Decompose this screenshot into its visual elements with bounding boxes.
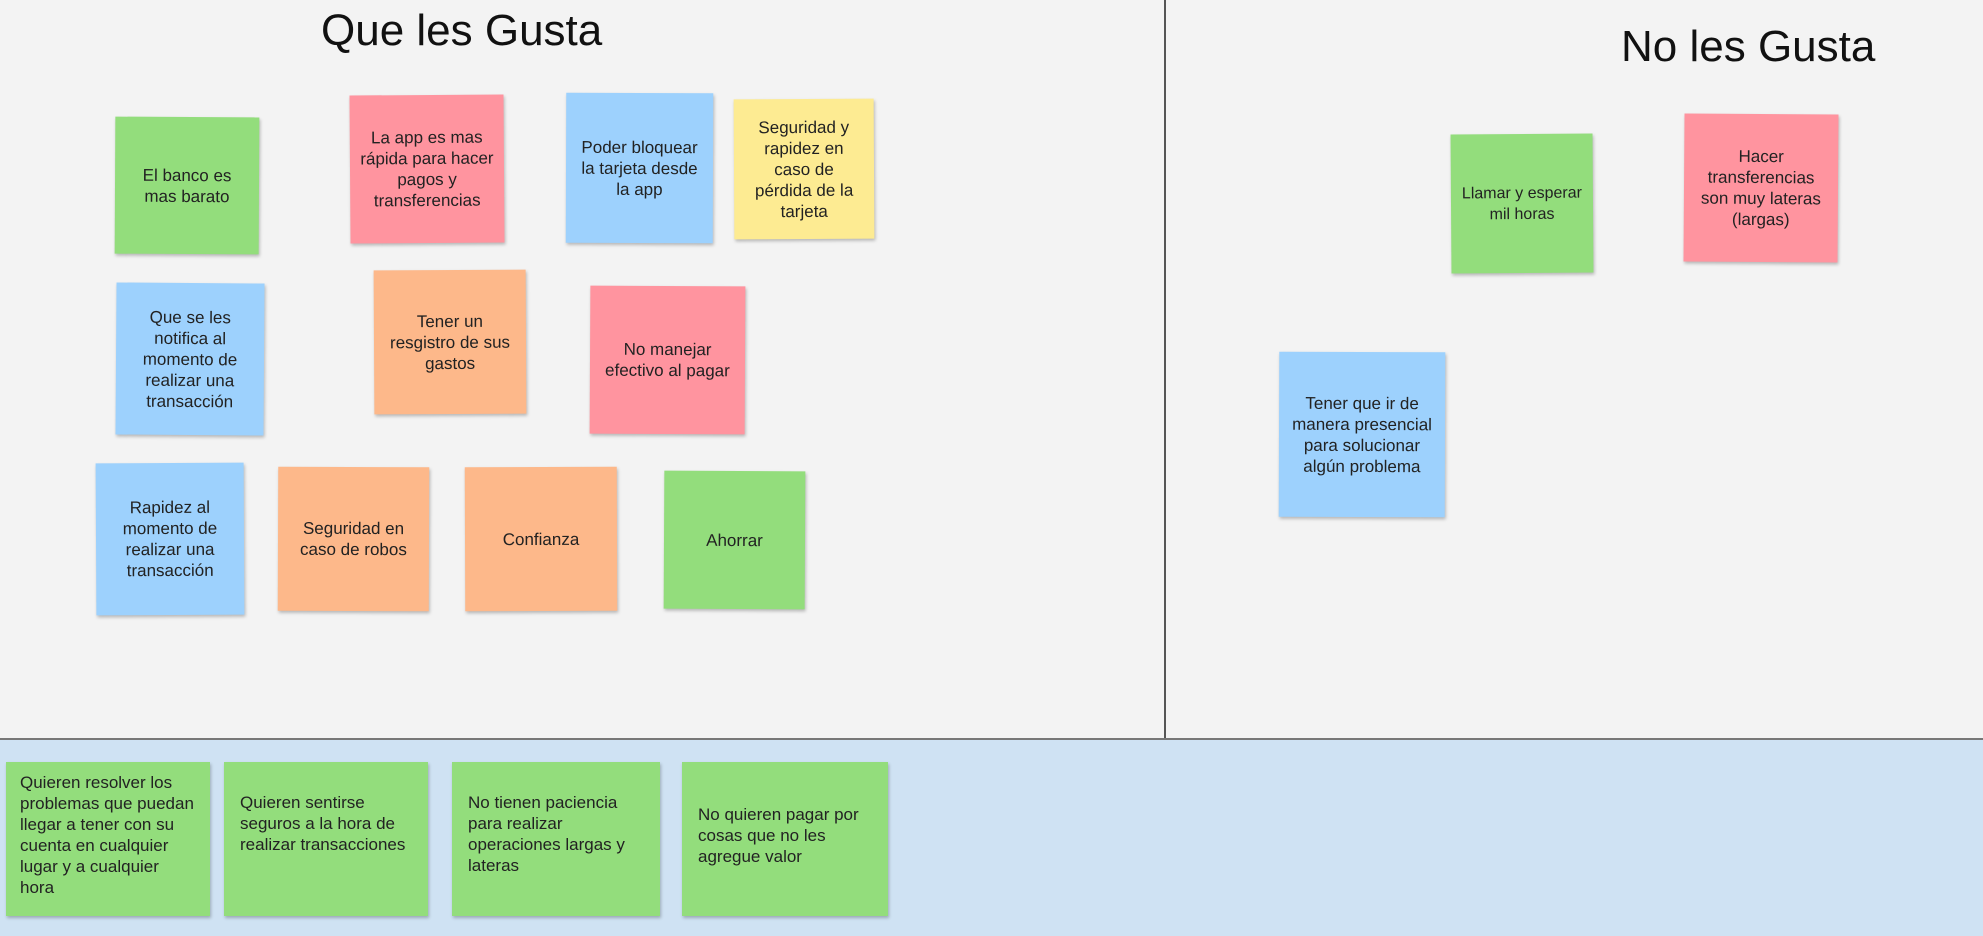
sticky-note[interactable]: Tener que ir de manera presencial para s… — [1278, 351, 1446, 518]
sticky-note[interactable]: Que se les notifica al momento de realiz… — [115, 282, 265, 436]
sticky-note[interactable]: Tener un resgistro de sus gastos — [373, 269, 527, 415]
sticky-note-text: Tener un resgistro de sus gastos — [389, 311, 511, 373]
sticky-note[interactable]: Poder bloquear la tarjeta desde la app — [565, 92, 714, 244]
sticky-note-text: Confianza — [502, 529, 580, 549]
sticky-note[interactable]: Seguridad y rapidez en caso de pérdida d… — [733, 98, 875, 240]
sticky-note-text: No manejar efectivo al pagar — [605, 339, 730, 381]
sticky-note-text: La app es mas rápida para hacer pagos y … — [360, 127, 494, 211]
sticky-note[interactable]: No manejar efectivo al pagar — [589, 285, 746, 435]
sticky-note-text: El banco es mas barato — [142, 165, 232, 206]
sticky-note[interactable]: Confianza — [464, 466, 618, 612]
likes-panel: Que les Gusta El banco es mas barato La … — [0, 0, 1166, 738]
dislikes-panel: No les Gusta Llamar y esperar mil horas … — [1166, 0, 1983, 738]
sticky-note-text: Tener que ir de manera presencial para s… — [1292, 393, 1432, 476]
sticky-note[interactable]: Llamar y esperar mil horas — [1450, 133, 1594, 274]
sticky-note-text: Llamar y esperar mil horas — [1461, 184, 1583, 223]
sticky-note[interactable]: Rapidez al momento de realizar una trans… — [95, 462, 245, 616]
sticky-note[interactable]: Quieren sentirse seguros a la hora de re… — [224, 762, 428, 916]
sticky-note[interactable]: La app es mas rápida para hacer pagos y … — [349, 94, 505, 244]
sticky-note-text: No tienen paciencia para realizar operac… — [468, 793, 625, 875]
sticky-note[interactable]: Hacer transferencias son muy lateras (la… — [1683, 113, 1839, 263]
sticky-note-text: No quieren pagar por cosas que no les ag… — [698, 805, 859, 866]
sticky-note[interactable]: Ahorrar — [663, 470, 806, 610]
sticky-note-text: Quieren resolver los problemas que pueda… — [20, 773, 194, 897]
sticky-note-text: Quieren sentirse seguros a la hora de re… — [240, 793, 406, 854]
sticky-note[interactable]: No tienen paciencia para realizar operac… — [452, 762, 660, 916]
sticky-note-text: Ahorrar — [706, 530, 763, 550]
likes-title: Que les Gusta — [321, 6, 603, 55]
sticky-note[interactable]: El banco es mas barato — [114, 116, 260, 255]
sticky-note-text: Hacer transferencias son muy lateras (la… — [1700, 146, 1821, 230]
sticky-note-text: Que se les notifica al momento de realiz… — [142, 307, 238, 411]
sticky-note[interactable]: Seguridad en caso de robos — [277, 466, 430, 612]
dislikes-title: No les Gusta — [1621, 22, 1876, 71]
sticky-note[interactable]: No quieren pagar por cosas que no les ag… — [682, 762, 888, 916]
sticky-note-text: Seguridad y rapidez en caso de pérdida d… — [754, 117, 854, 221]
insights-panel: Quieren resolver los problemas que pueda… — [0, 738, 1983, 936]
sticky-note-text: Poder bloquear la tarjeta desde la app — [581, 137, 698, 199]
sticky-note-text: Rapidez al momento de realizar una trans… — [122, 497, 218, 581]
sticky-note-text: Seguridad en caso de robos — [300, 518, 407, 560]
sticky-note[interactable]: Quieren resolver los problemas que pueda… — [6, 762, 210, 916]
